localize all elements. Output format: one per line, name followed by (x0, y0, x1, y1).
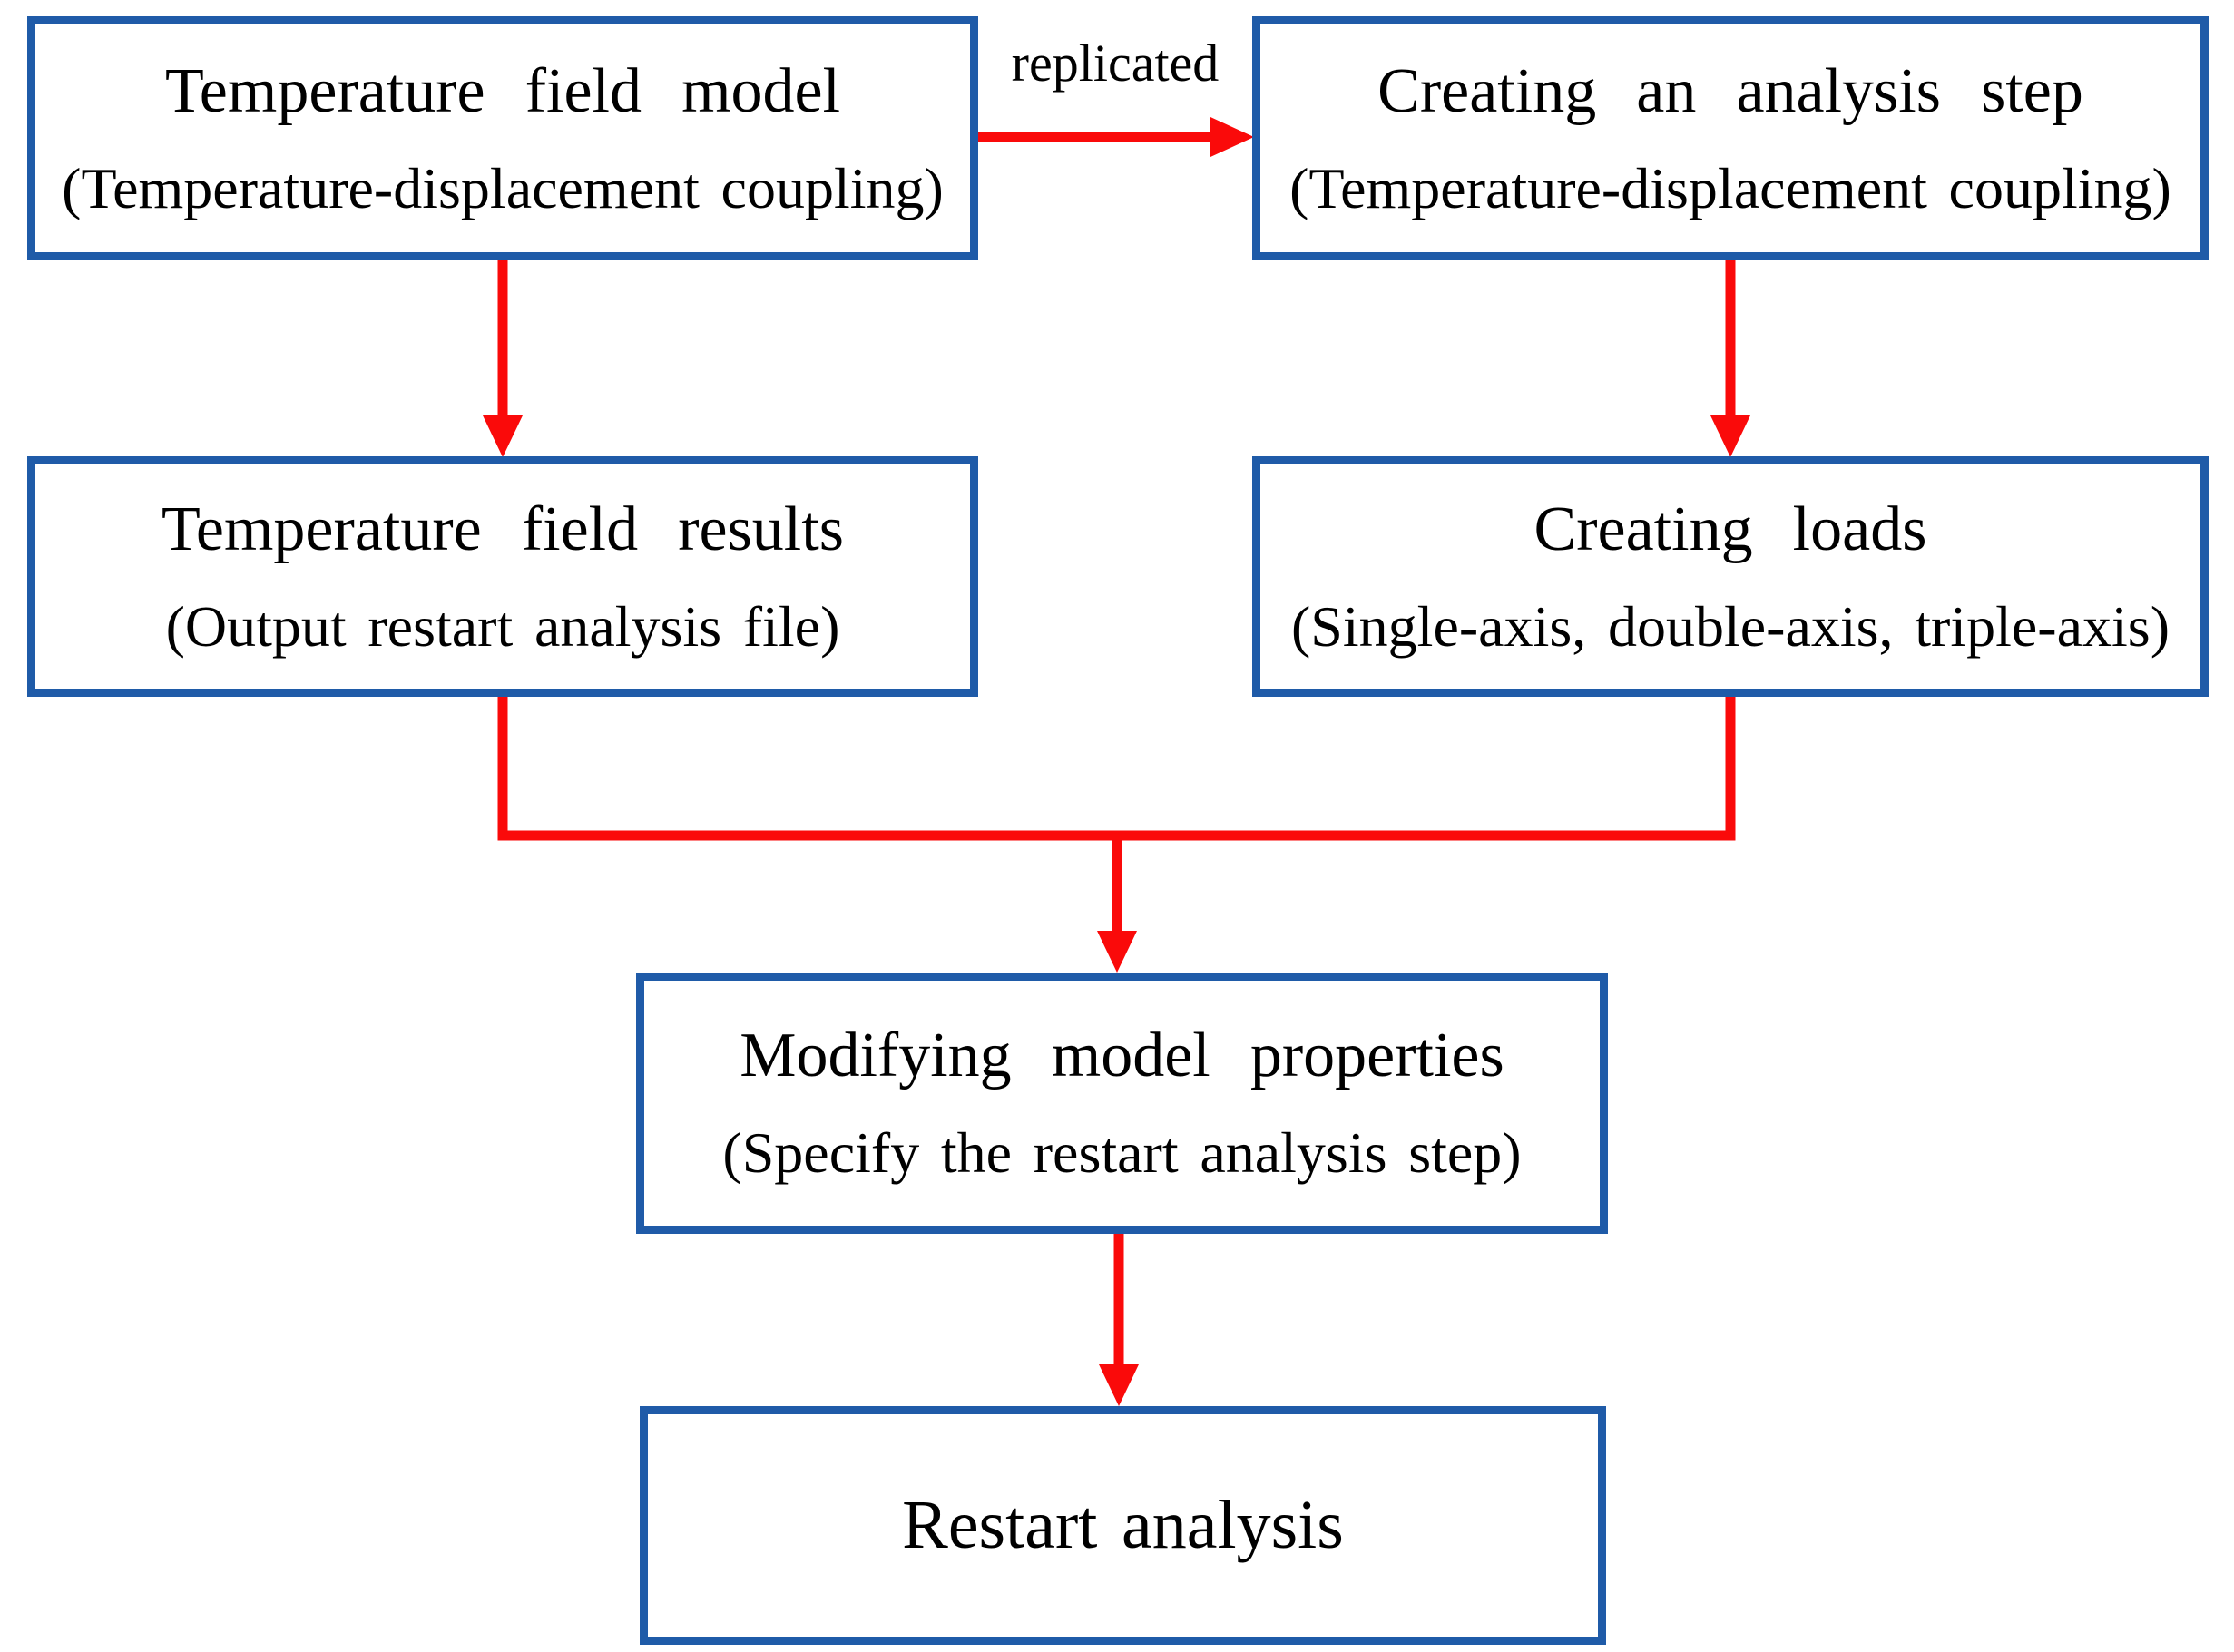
node-subtitle: (Specify the restart analysis step) (722, 1120, 1522, 1186)
arrow-model-to-results-icon (483, 260, 523, 457)
node-creating-analysis-step: Creating an analysis step (Temperature-d… (1252, 16, 2209, 260)
connector-merge-icon (497, 697, 1736, 973)
node-title: Temperature field results (162, 494, 844, 564)
node-subtitle: (Temperature-displacement coupling) (1289, 155, 2171, 220)
node-title: Creating an analysis step (1377, 55, 2083, 126)
node-creating-loads: Creating loads (Single-axis, double-axis… (1252, 456, 2209, 697)
node-title: Temperature field model (164, 55, 841, 126)
node-temperature-field-model: Temperature field model (Temperature-dis… (27, 16, 978, 260)
node-title: Restart analysis (902, 1486, 1344, 1563)
arrow-properties-to-restart-icon (1099, 1234, 1139, 1406)
edge-label-replicated: replicated (1011, 34, 1220, 93)
node-temperature-field-results: Temperature field results (Output restar… (27, 456, 978, 697)
node-title: Creating loads (1533, 494, 1927, 564)
arrow-step-to-loads-icon (1710, 260, 1750, 457)
arrow-replicated-icon (978, 117, 1254, 157)
node-title: Modifying model properties (740, 1021, 1504, 1091)
node-subtitle: (Output restart analysis file) (165, 593, 840, 659)
node-modifying-model-properties: Modifying model properties (Specify the … (636, 973, 1608, 1234)
node-restart-analysis: Restart analysis (640, 1406, 1606, 1645)
node-subtitle: (Single-axis, double-axis, triple-axis) (1290, 593, 2170, 659)
node-subtitle: (Temperature-displacement coupling) (62, 155, 944, 220)
